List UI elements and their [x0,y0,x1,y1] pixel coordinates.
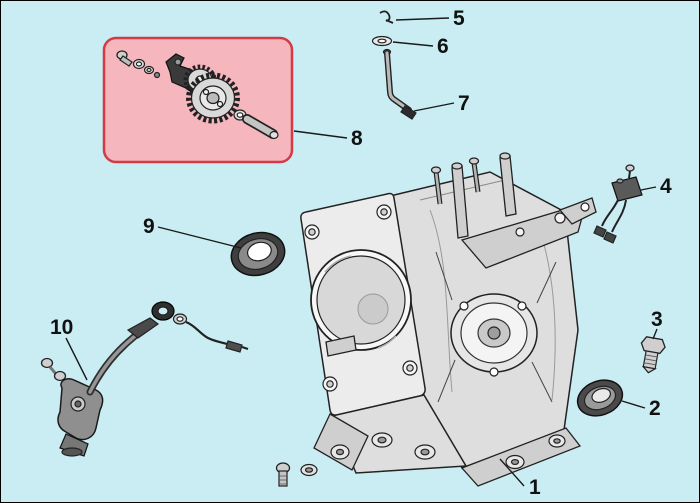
drain-bolt-and-washer [275,462,318,487]
part-1-crankcase [300,152,597,487]
cam-gear [186,72,240,124]
mount-foot-left [313,413,369,471]
callout-6[interactable]: 6 [437,35,449,58]
part-9-oil-seal [230,231,286,277]
callout-8[interactable]: 8 [351,127,363,150]
callout-3[interactable]: 3 [651,308,663,331]
part-3-drain-plug [640,336,666,374]
wire [601,199,619,227]
callout-1[interactable]: 1 [529,476,541,499]
part-6-washer [371,35,393,47]
bolt-holes [304,204,418,392]
leader-lines [65,17,658,487]
wire [185,320,231,347]
part-4-stop-switch [593,164,643,244]
callout-numbers: 1 2 3 4 5 6 7 8 9 10 [50,7,672,499]
callout-10[interactable]: 10 [50,316,73,339]
part-10-oil-alert-unit [40,301,249,457]
callout-9[interactable]: 9 [143,215,155,238]
callout-4[interactable]: 4 [660,175,672,198]
callout-5[interactable]: 5 [453,7,465,30]
bearing-boss [450,293,538,377]
callout-2[interactable]: 2 [649,397,661,420]
part-2-oil-seal [576,379,624,417]
part-8-camshaft-assembly [116,50,279,140]
part-5-clip [379,10,394,24]
callout-7[interactable]: 7 [458,92,470,115]
wire [611,199,627,233]
part-7-governor-arm [382,48,417,120]
plate-slot [325,335,357,357]
